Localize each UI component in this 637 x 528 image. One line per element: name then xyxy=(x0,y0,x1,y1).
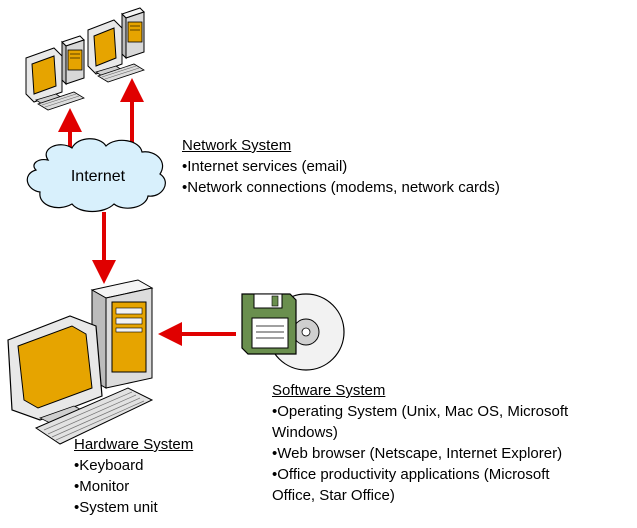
software-item: •Web browser (Netscape, Internet Explore… xyxy=(272,445,563,462)
desktop-computer-icon xyxy=(7,279,154,445)
network-item: •Internet services (email) xyxy=(182,158,348,175)
hardware-system-block: Hardware System •Keyboard •Monitor •Syst… xyxy=(74,434,193,518)
floppy-disk-icon xyxy=(241,293,297,355)
software-item: •Operating System (Unix, Mac OS, Microso… xyxy=(272,403,569,420)
hardware-item: •Keyboard xyxy=(74,457,144,474)
hardware-item: •System unit xyxy=(74,499,158,516)
hardware-system-heading: Hardware System xyxy=(74,436,194,453)
software-system-block: Software System •Operating System (Unix,… xyxy=(272,380,568,506)
internet-cloud-icon: Internet xyxy=(26,138,166,213)
software-item: Windows) xyxy=(272,424,338,441)
network-system-heading: Network System xyxy=(182,137,292,154)
hardware-item: •Monitor xyxy=(74,478,130,495)
network-item: •Network connections (modems, network ca… xyxy=(182,179,500,196)
software-item: Office, Star Office) xyxy=(272,487,395,504)
server-computer-icon xyxy=(87,7,145,83)
software-item: •Office productivity applications (Micro… xyxy=(272,466,550,483)
network-system-block: Network System •Internet services (email… xyxy=(182,135,500,198)
internet-label: Internet xyxy=(71,168,126,185)
client-computer-icon xyxy=(25,35,85,111)
software-system-heading: Software System xyxy=(272,382,386,399)
